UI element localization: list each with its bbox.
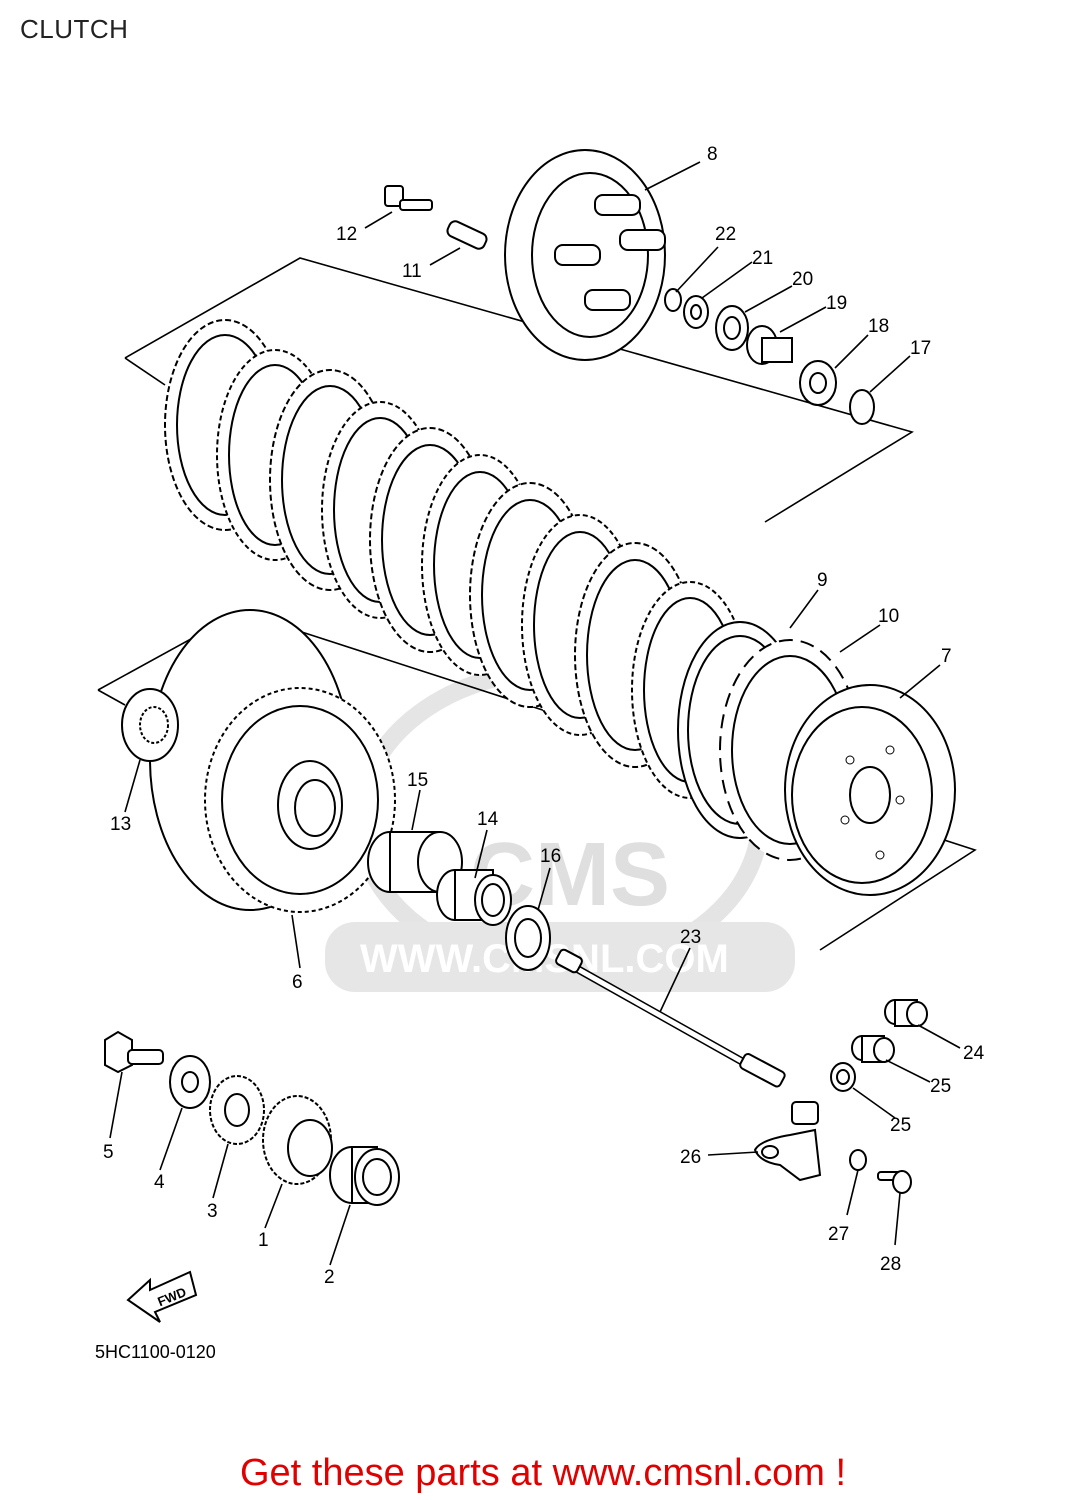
part-24-release-lever <box>753 1101 822 1182</box>
part-14-spacer <box>436 869 512 926</box>
callout-15: 15 <box>407 770 428 791</box>
part-8-clutch-boss <box>504 149 666 361</box>
page-title: CLUTCH <box>20 14 129 44</box>
callout-17: 17 <box>910 338 931 359</box>
part-17-lock-washer <box>849 389 875 425</box>
part-26-oil-seal <box>830 1062 856 1092</box>
part-4-washer <box>169 1055 211 1109</box>
leader-lines <box>109 161 961 1266</box>
callout-22: 22 <box>715 224 736 245</box>
part-21-washer <box>683 295 709 329</box>
part-27-screw <box>877 1170 912 1194</box>
part-22-circlip <box>664 288 682 312</box>
callout-14: 14 <box>477 809 499 830</box>
callout-25a: 24 <box>963 1043 985 1064</box>
callout-9: 9 <box>817 570 828 591</box>
part-6-clutch-housing <box>149 609 396 913</box>
footer-cta-link[interactable]: Get these parts at www.cmsnl.com ! <box>239 1452 847 1494</box>
part-13-thrust-washer <box>121 688 179 762</box>
part-28-washer <box>849 1149 867 1171</box>
clutch-plate-stack <box>164 319 749 799</box>
callout-4: 4 <box>154 1172 165 1193</box>
callout-8: 8 <box>707 144 718 165</box>
part-25-bearing-lower <box>851 1035 895 1063</box>
part-16-washer <box>505 905 551 971</box>
callout-21: 21 <box>752 248 773 269</box>
part-18-nut <box>799 360 837 406</box>
callout-5: 5 <box>103 1142 114 1163</box>
part-25-bearing-upper <box>884 999 928 1027</box>
part-19-push-rod <box>746 325 793 365</box>
callout-10: 10 <box>878 606 899 627</box>
callout-13: 13 <box>110 814 131 835</box>
callout-20: 20 <box>792 269 813 290</box>
fwd-arrow-icon: FWD <box>126 1270 198 1323</box>
callout-28: 27 <box>828 1224 849 1245</box>
part-2-collar <box>329 1146 400 1206</box>
callout-11: 11 <box>402 261 422 282</box>
callout-24: 26 <box>680 1147 701 1168</box>
callout-1: 1 <box>258 1230 269 1251</box>
callout-26: 25 <box>890 1115 911 1136</box>
part-23-push-rod <box>555 948 786 1088</box>
part-1-gear <box>262 1095 333 1185</box>
part-3-gear <box>209 1075 265 1145</box>
callout-3: 3 <box>207 1201 218 1222</box>
part-7-pressure-plate <box>784 684 956 896</box>
callout-19: 19 <box>826 293 847 314</box>
exploded-diagram: CMS WWW.CMSNL.COM <box>95 144 985 1362</box>
callout-25b: 25 <box>930 1076 951 1097</box>
part-15-needle-bearing <box>367 831 463 893</box>
callout-12: 12 <box>336 224 357 245</box>
part-11-spring <box>446 220 488 250</box>
callout-7: 7 <box>941 646 952 667</box>
part-12-bolt <box>384 185 433 211</box>
part-20-bearing <box>715 305 749 351</box>
diagram-code: 5HC1100-0120 <box>95 1342 216 1362</box>
callout-16: 16 <box>540 846 561 867</box>
callout-23: 23 <box>680 927 701 948</box>
callout-6: 6 <box>292 972 303 993</box>
part-5-bolt <box>104 1030 164 1074</box>
callout-27: 28 <box>880 1254 901 1275</box>
callout-2: 2 <box>324 1267 335 1288</box>
callout-labels: 8 12 11 22 21 20 19 18 17 9 10 7 13 15 1… <box>103 144 985 1288</box>
callout-18: 18 <box>868 316 889 337</box>
